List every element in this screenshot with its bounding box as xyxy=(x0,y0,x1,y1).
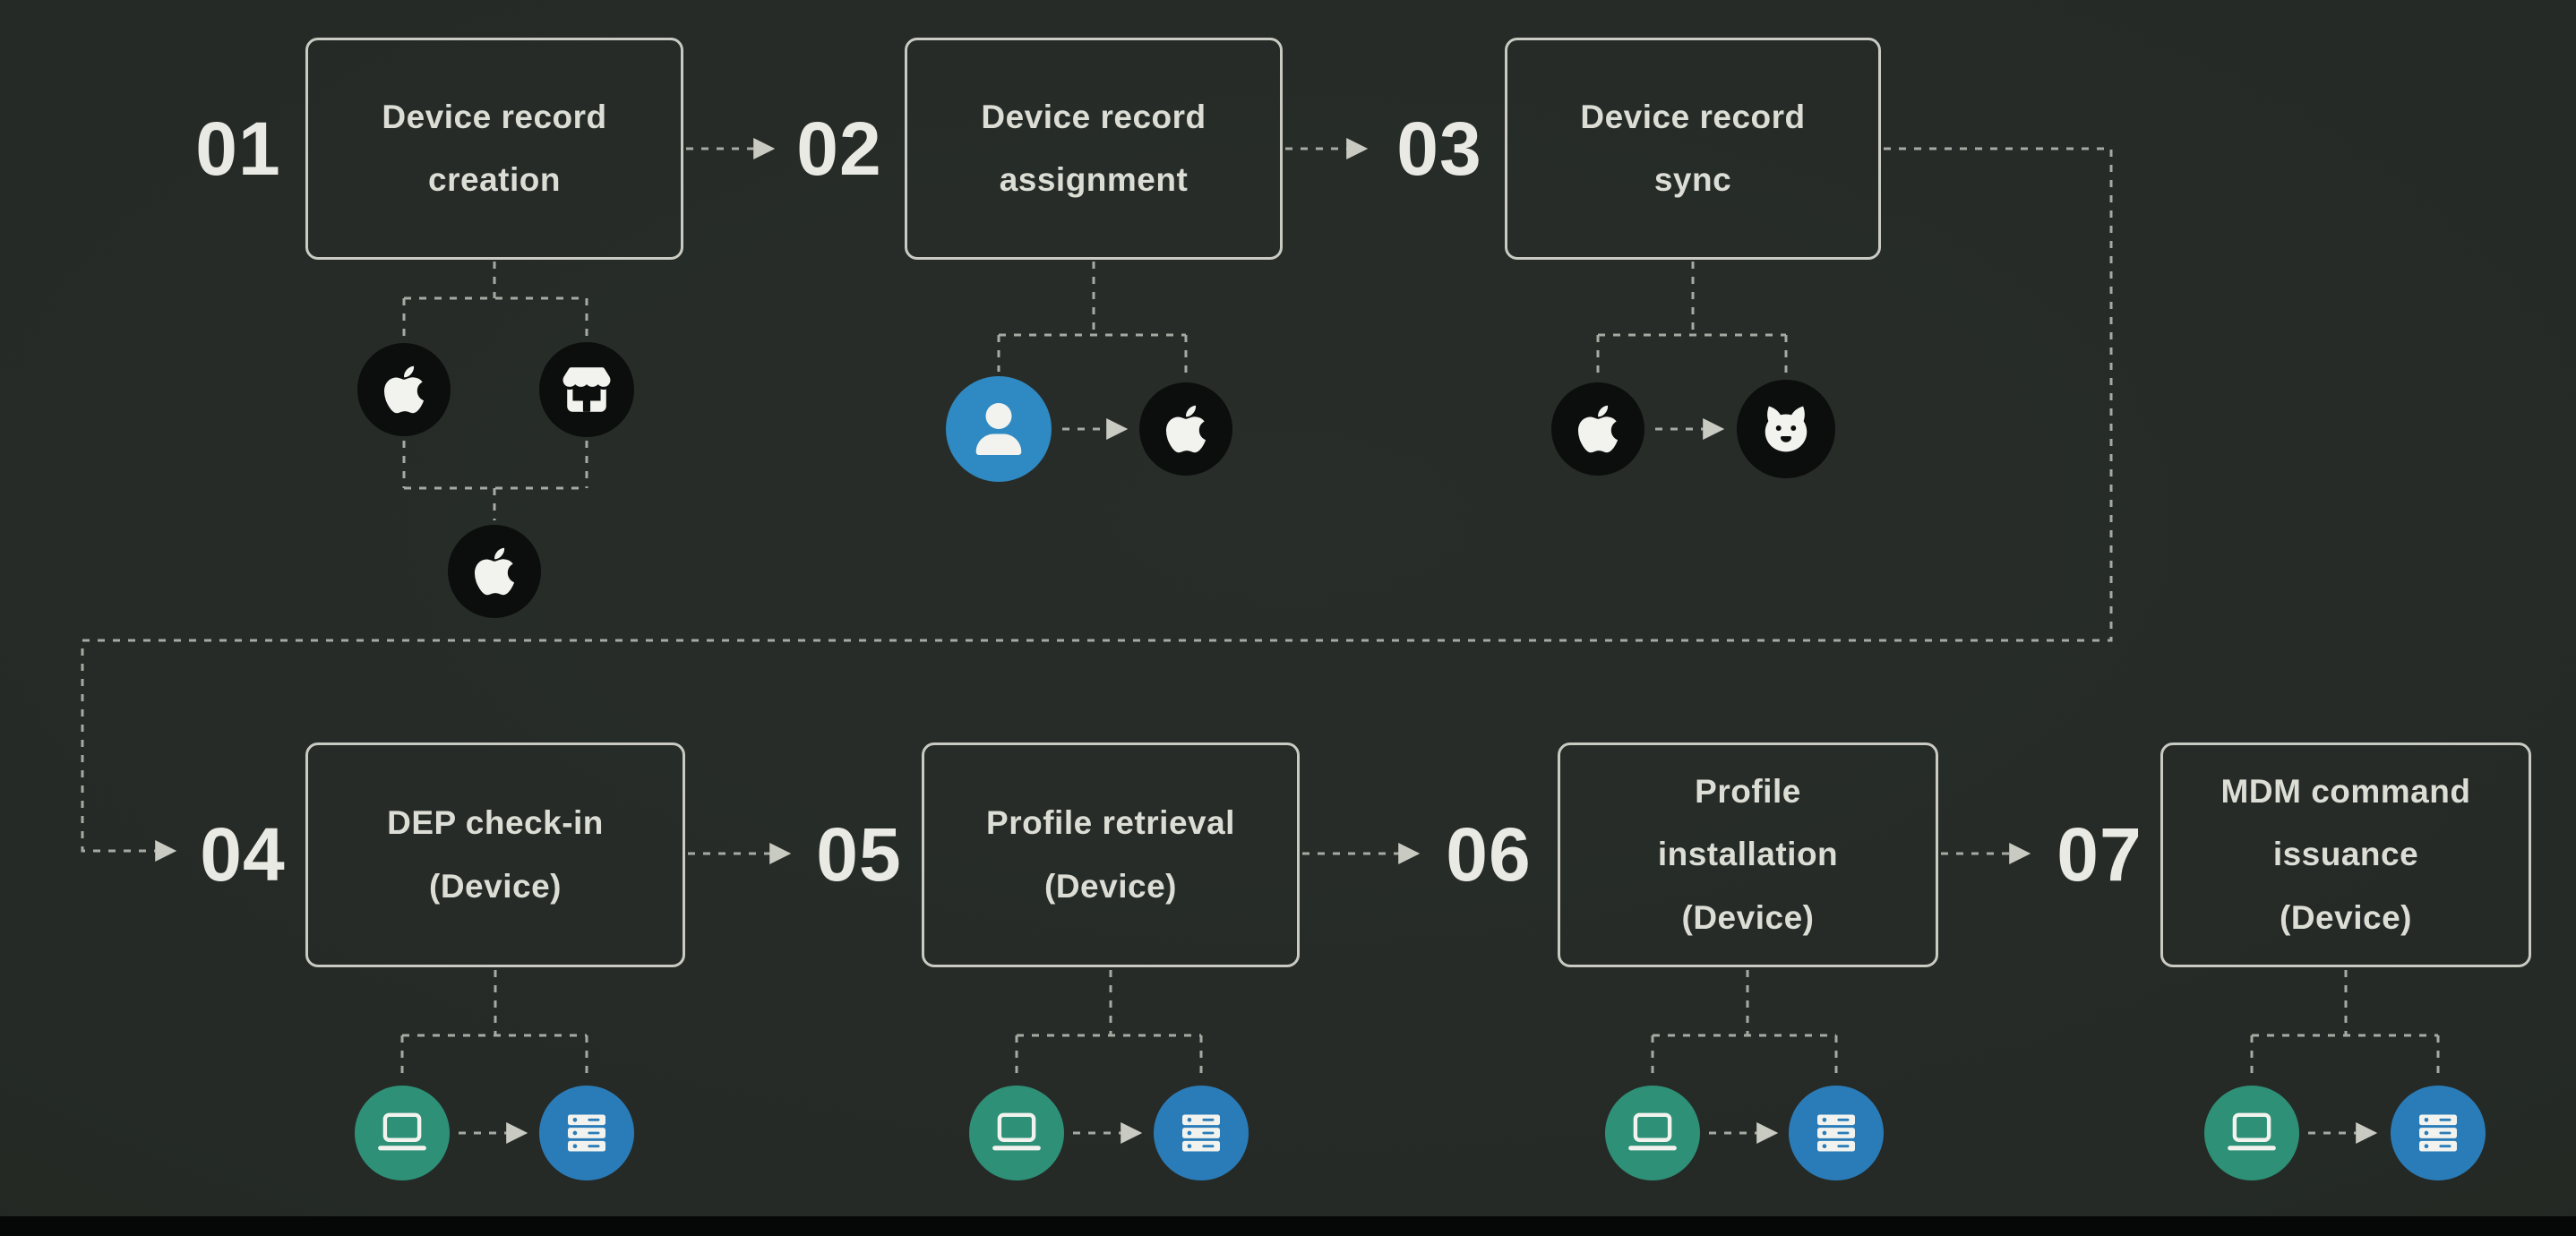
laptop-icon xyxy=(2224,1105,2280,1161)
step-02-title: Device record assignment xyxy=(981,98,1206,198)
step-03-box: Device record sync xyxy=(1505,38,1881,260)
laptop-icon xyxy=(374,1105,430,1161)
step-07-laptop-badge xyxy=(2204,1086,2299,1180)
user-icon xyxy=(975,403,1022,455)
server-icon xyxy=(2413,1108,2463,1158)
apple-icon xyxy=(382,363,425,416)
step-04-laptop-badge xyxy=(355,1086,450,1180)
laptop-icon xyxy=(989,1105,1044,1161)
step-02-apple-badge xyxy=(1139,382,1232,476)
connector-step01-branch xyxy=(402,262,588,339)
step-03-title: Device record sync xyxy=(1580,98,1806,198)
server-icon xyxy=(562,1108,612,1158)
laptop-icon xyxy=(1625,1105,1680,1161)
apple-icon xyxy=(1576,402,1619,456)
step-03-apple-badge xyxy=(1551,382,1644,476)
apple-icon xyxy=(473,545,516,598)
step-07-server-badge xyxy=(2391,1086,2486,1180)
connector-step01-merge xyxy=(402,441,588,520)
step-02-user-badge xyxy=(946,376,1052,482)
step-01-box: Device record creation xyxy=(305,38,683,260)
apple-store-icon xyxy=(562,367,612,412)
step-05-laptop-badge xyxy=(969,1086,1064,1180)
step-02-number: 02 xyxy=(796,107,882,191)
connector-step04-branch xyxy=(400,970,588,1081)
connector-step07-branch xyxy=(2250,970,2440,1081)
step-06-laptop-badge xyxy=(1605,1086,1700,1180)
step-06-number: 06 xyxy=(1446,812,1532,897)
step-05-server-badge xyxy=(1154,1086,1249,1180)
step-04-box: DEP check-in (Device) xyxy=(305,742,685,967)
step-01-result-apple-badge xyxy=(448,525,541,618)
step-07-number: 07 xyxy=(2057,812,2142,897)
server-icon xyxy=(1811,1108,1861,1158)
apple-icon xyxy=(1164,402,1207,456)
step-05-box: Profile retrieval (Device) xyxy=(922,742,1300,967)
step-05-title: Profile retrieval (Device) xyxy=(986,804,1235,905)
step-07-box: MDM command issuance (Device) xyxy=(2160,742,2531,967)
connector-step03-branch xyxy=(1596,262,1788,378)
step-04-number: 04 xyxy=(200,812,286,897)
server-icon xyxy=(1176,1108,1226,1158)
bottom-letterbox xyxy=(0,1216,2576,1236)
bulldog-icon xyxy=(1758,401,1814,457)
step-01-title: Device record creation xyxy=(382,98,607,198)
step-06-box: Profile installation (Device) xyxy=(1558,742,1938,967)
connector-step05-branch xyxy=(1015,970,1203,1081)
step-02-box: Device record assignment xyxy=(905,38,1283,260)
step-03-dog-badge xyxy=(1737,380,1835,478)
connector-step06-branch xyxy=(1651,970,1838,1081)
step-01-apple-badge xyxy=(357,343,451,436)
connector-step02-branch xyxy=(997,262,1188,378)
step-01-number: 01 xyxy=(195,107,281,191)
step-01-store-badge xyxy=(539,342,634,437)
step-03-number: 03 xyxy=(1396,107,1482,191)
step-05-number: 05 xyxy=(816,812,902,897)
step-07-title: MDM command issuance (Device) xyxy=(2220,773,2471,936)
step-06-server-badge xyxy=(1789,1086,1884,1180)
step-04-server-badge xyxy=(539,1086,634,1180)
step-04-title: DEP check-in (Device) xyxy=(387,804,604,905)
step-06-title: Profile installation (Device) xyxy=(1657,773,1839,936)
